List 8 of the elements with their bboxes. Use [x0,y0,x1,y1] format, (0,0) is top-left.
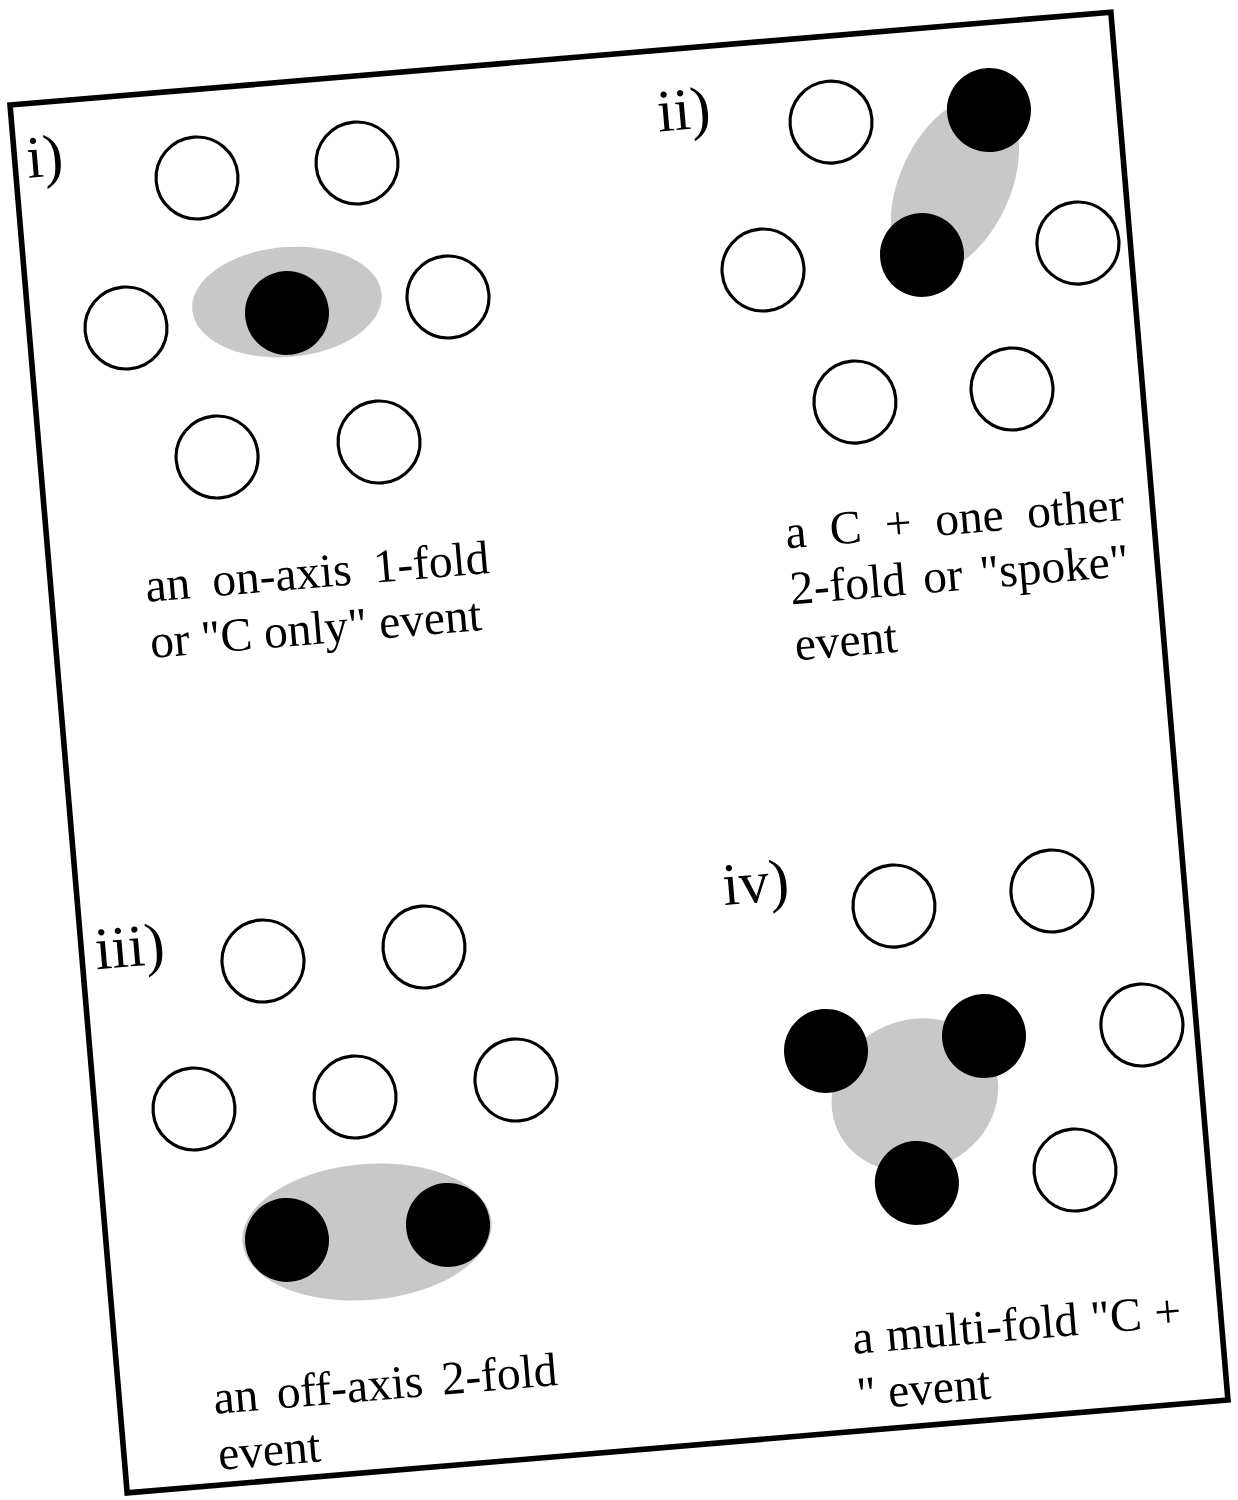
panel-label: iv) [723,859,787,914]
caption: a multi-fold "C + " event [854,1299,1179,1407]
panel-label: iii) [96,923,163,978]
caption: an off-axis 2-fold event [215,1352,558,1470]
caption: an on-axis 1-fold or "C only" event [147,540,490,658]
panel-label: i) [27,135,61,189]
caption: a C + one other 2-fold or "spoke" event [787,491,1125,660]
panel-label: ii) [658,87,709,142]
